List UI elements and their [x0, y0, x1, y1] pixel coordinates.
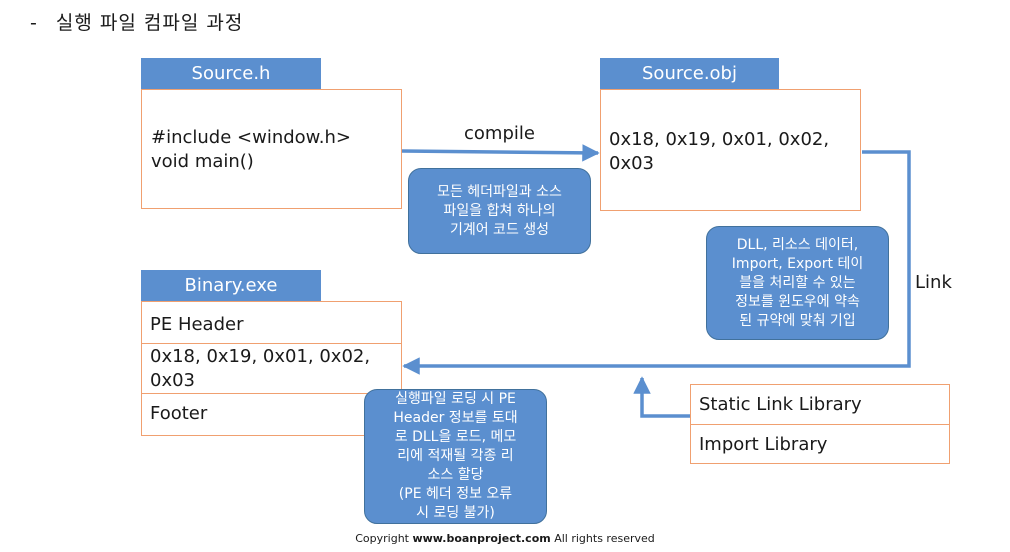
- compile-note-line: 기계어 코드 생성: [449, 221, 550, 238]
- title-bullet: -: [30, 12, 38, 34]
- binary-exe-tab: Binary.exe: [141, 270, 321, 301]
- compile-label: compile: [464, 123, 535, 144]
- pe-header-section: PE Header: [142, 302, 401, 344]
- link-note-line: 정보를 윈도우에 약속: [735, 293, 860, 310]
- source-obj-box: 0x18, 0x19, 0x01, 0x02, 0x03: [600, 89, 861, 211]
- loader-note-line: 리에 적재될 각종 리: [397, 448, 514, 464]
- footer-section: Footer: [142, 394, 401, 426]
- link-arrow: [402, 150, 911, 375]
- binary-data-line1: 0x18, 0x19, 0x01, 0x02,: [150, 346, 371, 367]
- source-h-line2: void main(): [151, 151, 254, 172]
- link-note-line: Import, Export 테이: [731, 255, 864, 272]
- import-library-row: Import Library: [691, 425, 949, 457]
- link-note-line: 블을 처리할 수 있는: [739, 274, 856, 291]
- loader-note-line: 실행파일 로딩 시 PE: [395, 391, 516, 407]
- copyright-footer: Copyright www.boanproject.com All rights…: [0, 532, 1010, 545]
- library-arrow: [633, 376, 690, 418]
- source-obj-tab: Source.obj: [600, 58, 779, 89]
- static-link-library-row: Static Link Library: [691, 385, 949, 425]
- binary-data-line2: 0x03: [150, 370, 196, 391]
- compile-arrow: [401, 144, 600, 162]
- static-link-library-label: Static Link Library: [699, 394, 862, 415]
- footer-label: Footer: [150, 403, 208, 424]
- link-note-line: 된 규약에 맞춰 기입: [739, 312, 856, 329]
- copyright-suffix: All rights reserved: [554, 532, 655, 545]
- copyright-site: www.boanproject.com: [412, 532, 551, 545]
- compile-note-line: 파일을 합쳐 하나의: [443, 202, 556, 219]
- loader-note-callout: 실행파일 로딩 시 PE Header 정보를 토대 로 DLL을 로드, 메모…: [364, 389, 547, 524]
- link-note-line: DLL, 리소스 데이터,: [736, 236, 859, 253]
- source-obj-line2: 0x03: [609, 153, 655, 174]
- loader-note-line: Header 정보를 토대: [393, 410, 518, 426]
- copyright-prefix: Copyright: [355, 532, 409, 545]
- binary-data-section: 0x18, 0x19, 0x01, 0x02, 0x03: [142, 344, 401, 394]
- pe-header-label: PE Header: [150, 314, 244, 335]
- compile-note-line: 모든 헤더파일과 소스: [437, 183, 562, 200]
- loader-note-line: (PE 헤더 정보 오류: [398, 486, 513, 502]
- source-h-tab: Source.h: [141, 58, 321, 89]
- loader-note-line: 시 로딩 불가): [416, 505, 495, 521]
- slide-title: -실행 파일 컴파일 과정: [30, 8, 243, 35]
- link-label: Link: [915, 272, 952, 293]
- title-text: 실행 파일 컴파일 과정: [55, 12, 244, 34]
- loader-note-line: 로 DLL을 로드, 메모: [394, 429, 517, 445]
- source-obj-line1: 0x18, 0x19, 0x01, 0x02,: [609, 129, 830, 150]
- loader-note-line: 소스 할당: [427, 467, 484, 483]
- link-note-callout: DLL, 리소스 데이터, Import, Export 테이 블을 처리할 수…: [706, 226, 889, 340]
- compile-note-callout: 모든 헤더파일과 소스 파일을 합쳐 하나의 기계어 코드 생성: [408, 168, 591, 254]
- library-box: Static Link Library Import Library: [690, 384, 950, 464]
- source-h-box: #include <window.h> void main(): [141, 89, 402, 209]
- source-h-line1: #include <window.h>: [151, 127, 351, 148]
- import-library-label: Import Library: [699, 434, 828, 455]
- binary-exe-box: PE Header 0x18, 0x19, 0x01, 0x02, 0x03 F…: [141, 301, 402, 436]
